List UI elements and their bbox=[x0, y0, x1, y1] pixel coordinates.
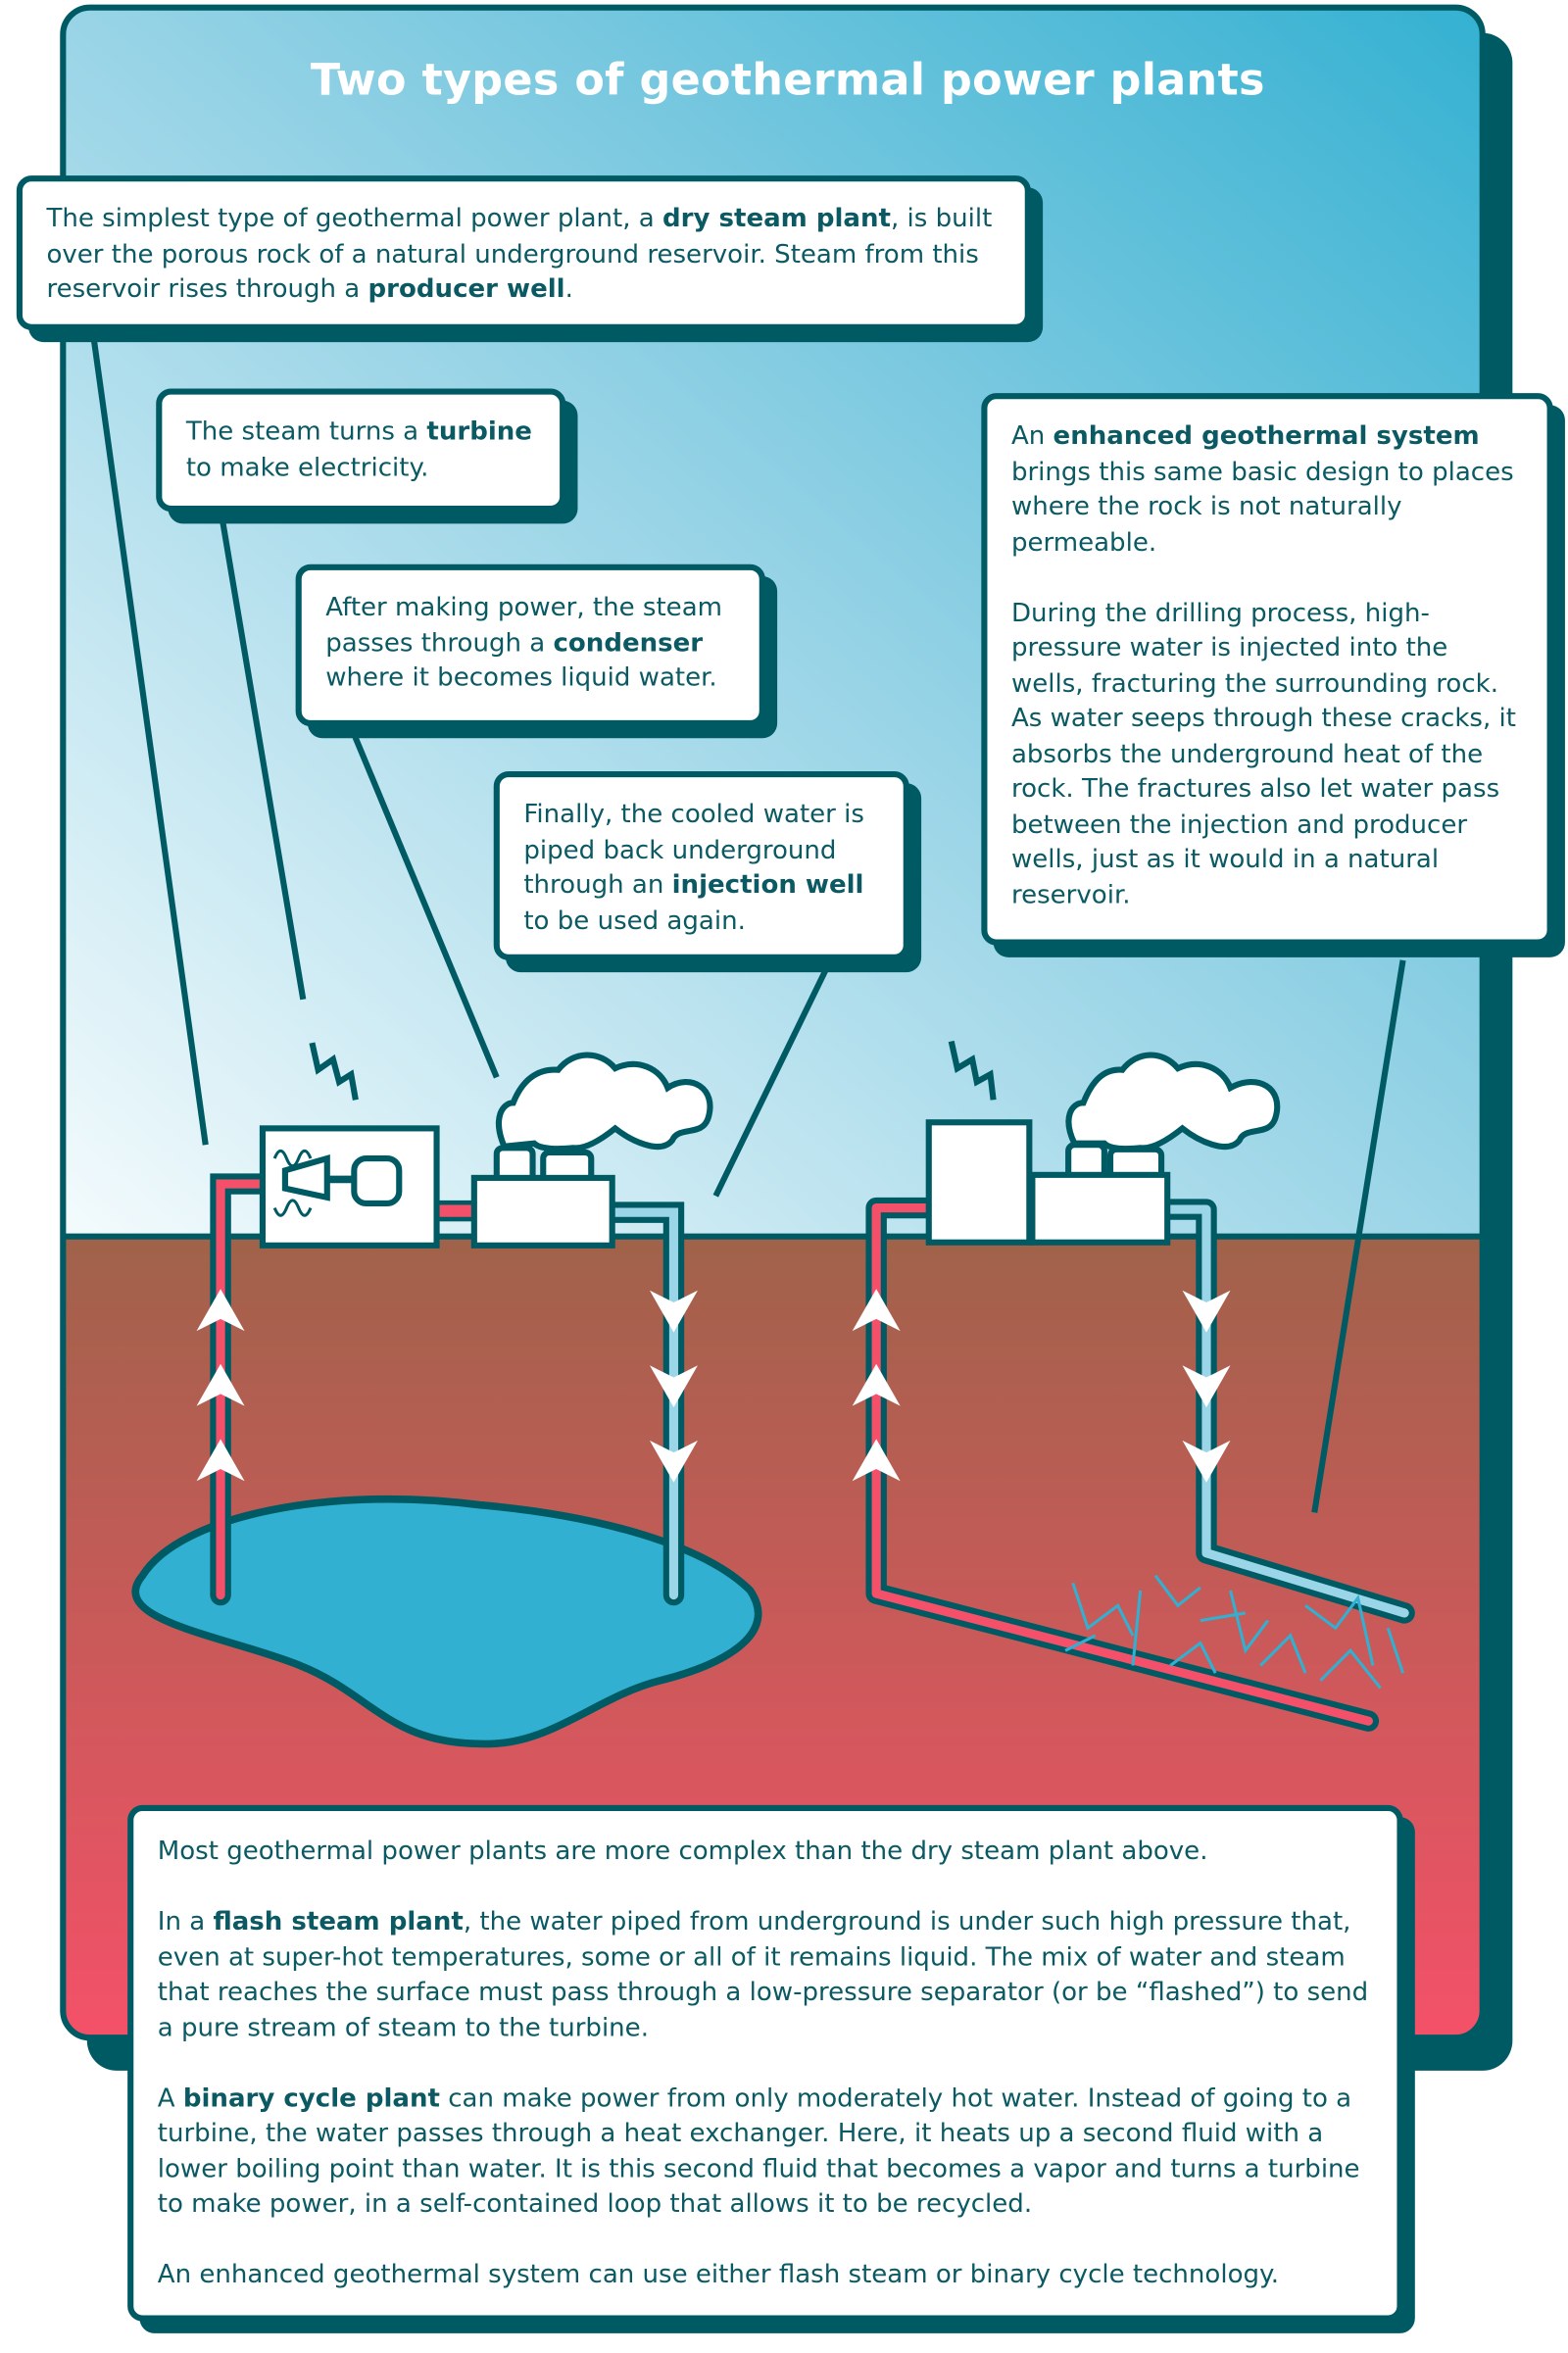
leader-lines bbox=[89, 332, 1406, 1513]
steam-cloud bbox=[496, 1052, 713, 1152]
text-segment: where it becomes liquid water. bbox=[325, 662, 717, 694]
lightning-icon bbox=[948, 1040, 997, 1101]
text-segment: to make electricity. bbox=[185, 452, 429, 483]
callout-enhanced-geothermal: An enhanced geothermal system brings thi… bbox=[981, 393, 1553, 946]
lightning-icon bbox=[309, 1042, 359, 1101]
text-segment: . bbox=[564, 274, 573, 305]
steam-cloud bbox=[1065, 1052, 1281, 1152]
binary-plant-buildings bbox=[925, 1119, 1171, 1246]
paragraph: After making power, the steam passes thr… bbox=[325, 591, 735, 697]
paragraph: The steam turns a turbine to make electr… bbox=[186, 416, 536, 486]
text-segment: A bbox=[157, 2083, 183, 2114]
text-segment: The steam turns a bbox=[185, 417, 427, 448]
text-segment: can make power from only moderately hot … bbox=[157, 2083, 1360, 2220]
text-segment: An enhanced geothermal system can use ei… bbox=[157, 2259, 1279, 2290]
callout-dry-steam: The simplest type of geothermal power pl… bbox=[16, 175, 1031, 330]
callout-turbine: The steam turns a turbine to make electr… bbox=[156, 388, 566, 513]
bold-term: enhanced geothermal system bbox=[1053, 421, 1480, 452]
turbine bbox=[259, 1125, 440, 1249]
page-title: Two types of geothermal power plants bbox=[310, 54, 1265, 106]
callout-condenser: After making power, the steam passes thr… bbox=[295, 564, 765, 727]
text-segment: In a bbox=[157, 1907, 214, 1937]
paragraph: A binary cycle plant can make power from… bbox=[158, 2082, 1373, 2223]
callout-injection-well: Finally, the cooled water is piped back … bbox=[493, 770, 909, 960]
condenser bbox=[470, 1145, 615, 1249]
text-segment: During the drilling process, high-pressu… bbox=[1010, 598, 1516, 910]
reservoir bbox=[131, 1495, 762, 1748]
bold-term: condenser bbox=[553, 627, 704, 659]
bold-term: injection well bbox=[671, 870, 864, 901]
text-segment: , is built over the porous rock of a nat… bbox=[46, 204, 993, 305]
paragraph: Most geothermal power plants are more co… bbox=[158, 1836, 1373, 1871]
bold-term: dry steam plant bbox=[662, 204, 891, 234]
paragraph: In a flash steam plant, the water piped … bbox=[158, 1905, 1373, 2046]
fractures bbox=[1064, 1574, 1405, 1690]
other-plant-types-text: Most geothermal power plants are more co… bbox=[127, 1804, 1403, 2322]
bold-term: producer well bbox=[368, 274, 565, 305]
text-segment: , the water piped from underground is un… bbox=[157, 1907, 1369, 2043]
paragraph: An enhanced geothermal system brings thi… bbox=[1011, 420, 1523, 562]
text-segment: After making power, the steam passes thr… bbox=[325, 592, 723, 659]
text-segment: Most geothermal power plants are more co… bbox=[157, 1837, 1208, 1867]
paragraph: Finally, the cooled water is piped back … bbox=[523, 799, 879, 940]
bold-term: binary cycle plant bbox=[182, 2083, 440, 2114]
bold-term: flash steam plant bbox=[213, 1907, 464, 1937]
paragraph: The simplest type of geothermal power pl… bbox=[46, 203, 1001, 309]
bold-term: turbine bbox=[426, 417, 532, 448]
paragraph: An enhanced geothermal system can use ei… bbox=[158, 2258, 1373, 2293]
text-segment: brings this same basic design to places … bbox=[1010, 457, 1514, 558]
text-segment: Finally, the cooled water is piped back … bbox=[523, 800, 864, 901]
text-segment: The simplest type of geothermal power pl… bbox=[46, 204, 663, 234]
text-segment: An bbox=[1010, 421, 1054, 452]
paragraph: During the drilling process, high-pressu… bbox=[1011, 597, 1523, 914]
text-segment: to be used again. bbox=[523, 906, 746, 936]
